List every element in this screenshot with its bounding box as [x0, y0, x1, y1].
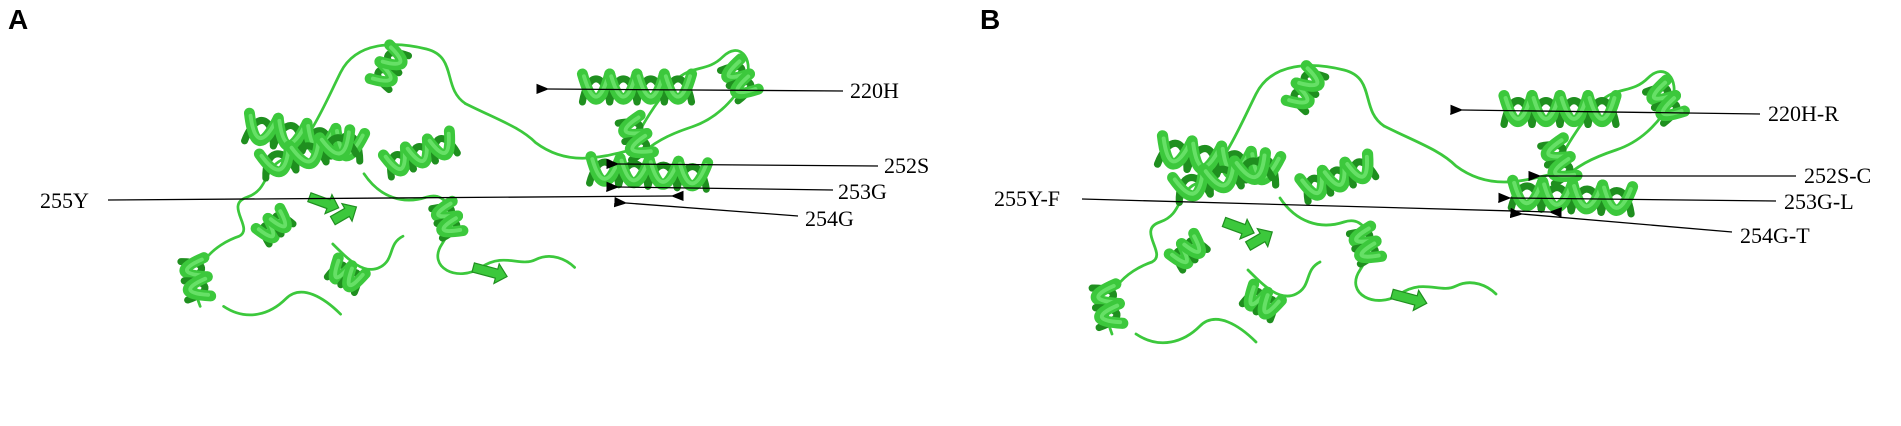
alpha-helix	[377, 125, 461, 181]
alpha-helix	[1238, 278, 1287, 324]
alpha-helix	[1163, 227, 1211, 274]
coil-loop	[479, 255, 576, 269]
coil-loop	[1398, 281, 1498, 296]
alpha-helix	[1345, 220, 1388, 268]
residue-label: 252S	[884, 153, 929, 178]
leader-line	[606, 158, 879, 170]
alpha-helix	[250, 202, 297, 248]
alpha-helix	[1088, 278, 1129, 332]
alpha-helix	[716, 53, 764, 105]
leader-line	[606, 181, 834, 193]
residue-label: 254G	[805, 206, 854, 231]
leader-line	[536, 83, 844, 95]
leader-line	[1081, 198, 1562, 218]
coil-loop	[362, 172, 483, 276]
alpha-helix	[576, 68, 698, 106]
coil-loop	[1198, 64, 1386, 184]
leader-line	[107, 190, 684, 202]
alpha-helix	[1167, 147, 1276, 206]
alpha-helix	[1642, 74, 1690, 127]
residue-label: 255Y-F	[994, 186, 1060, 211]
coil-loop	[1382, 124, 1554, 184]
alpha-helix	[364, 39, 413, 94]
alpha-helix	[1507, 174, 1639, 218]
alpha-helix	[1498, 90, 1622, 129]
beta-strand	[1390, 288, 1428, 312]
leader-line	[613, 196, 799, 217]
cartoon-ribbon-model	[1088, 60, 1690, 344]
residue-label: 254G-T	[1740, 223, 1810, 248]
residue-label: 253G	[838, 179, 887, 204]
coil-loop	[222, 290, 342, 317]
leader-line	[1509, 207, 1733, 233]
alpha-helix	[253, 124, 360, 182]
panel-letter-b: B	[980, 4, 1001, 35]
residue-label: 253G-L	[1784, 189, 1854, 214]
leader-line	[1498, 192, 1777, 204]
cartoon-ribbon-model	[177, 39, 764, 317]
coil-loop	[635, 78, 748, 160]
alpha-helix	[1294, 148, 1380, 205]
alpha-helix	[614, 109, 659, 164]
beta-strand	[471, 262, 508, 285]
coil-loop	[1246, 260, 1322, 298]
coil-loop	[1558, 100, 1674, 184]
alpha-helix	[585, 151, 714, 193]
residue-label: 255Y	[40, 188, 89, 213]
coil-loop	[1134, 318, 1258, 344]
residue-label: 252S-C	[1804, 163, 1871, 188]
coil-loop	[1278, 196, 1402, 302]
beta-strand	[1244, 227, 1274, 251]
coil-loop	[331, 234, 405, 271]
residue-label: 220H	[850, 78, 899, 103]
alpha-helix	[177, 252, 217, 304]
beta-strand	[329, 202, 358, 226]
alpha-helix	[428, 195, 469, 242]
coil-loop	[464, 102, 631, 160]
alpha-helix	[323, 252, 371, 296]
panel-letter-a: A	[8, 4, 29, 35]
beta-strand	[1221, 216, 1255, 240]
alpha-helix	[1280, 60, 1330, 116]
residue-label: 220H-R	[1768, 101, 1839, 126]
leader-line	[1450, 104, 1761, 116]
coil-loop	[284, 43, 467, 160]
